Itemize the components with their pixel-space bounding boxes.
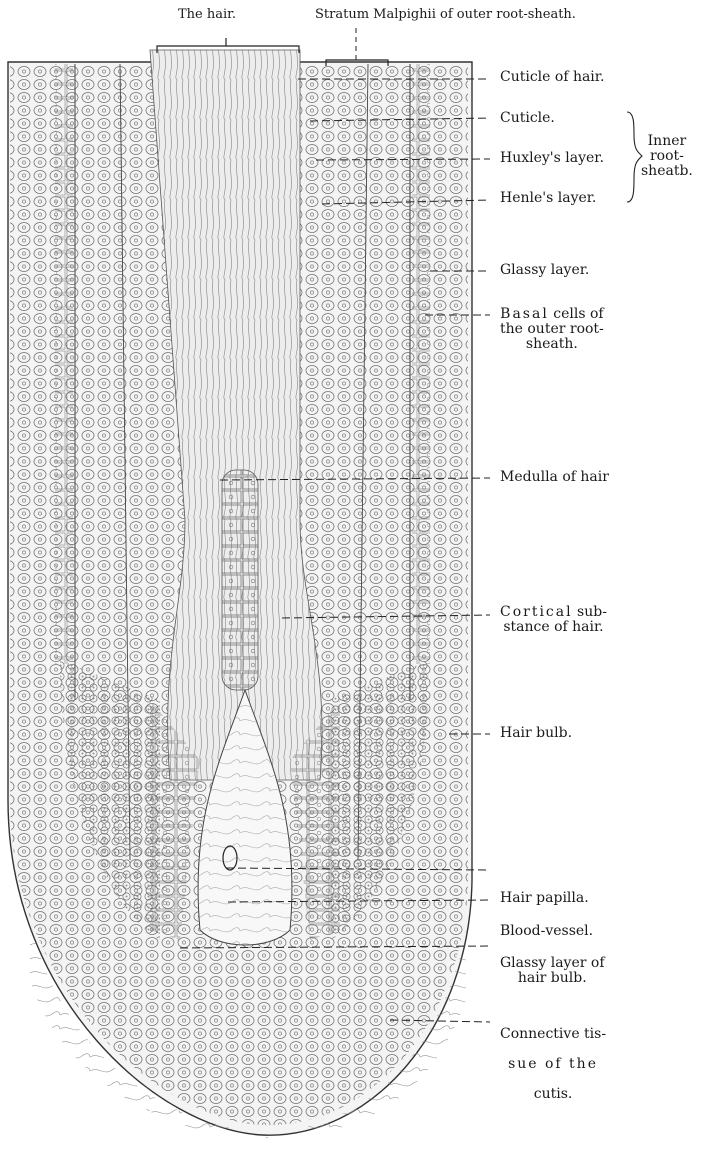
label-connective-tissue: Connective tis- sue of the cutis.: [500, 1012, 606, 1117]
label-medulla: Medulla of hair: [500, 470, 609, 485]
right-inner-sheath: [412, 64, 430, 664]
medulla: [222, 470, 258, 690]
left-inner-sheath: [55, 64, 73, 664]
label-inner-root-sheath: Inner root- sheatb.: [641, 134, 693, 179]
label-stratum-malpighii: Stratum Malpighii of outer root-sheath.: [315, 8, 576, 21]
label-basal-cells: Basal cells of the outer root- sheath.: [500, 307, 604, 352]
label-huxley-layer: Huxley's layer.: [500, 151, 604, 166]
label-cuticle-of-hair: Cuticle of hair.: [500, 70, 604, 85]
label-cortical-substance: Cortical sub- stance of hair.: [500, 605, 607, 635]
label-glassy-layer-bulb: Glassy layer of hair bulb.: [500, 956, 605, 986]
label-hair-bulb: Hair bulb.: [500, 726, 572, 741]
label-hair-papilla: Hair papilla.: [500, 891, 589, 906]
inner-sheath-brace: [627, 112, 642, 202]
label-the-hair: The hair.: [178, 8, 236, 21]
label-cuticle: Cuticle.: [500, 111, 555, 126]
label-blood-vessel: Blood-vessel.: [500, 924, 593, 939]
label-glassy-layer: Glassy layer.: [500, 263, 589, 278]
label-henle-layer: Henle's layer.: [500, 191, 596, 206]
